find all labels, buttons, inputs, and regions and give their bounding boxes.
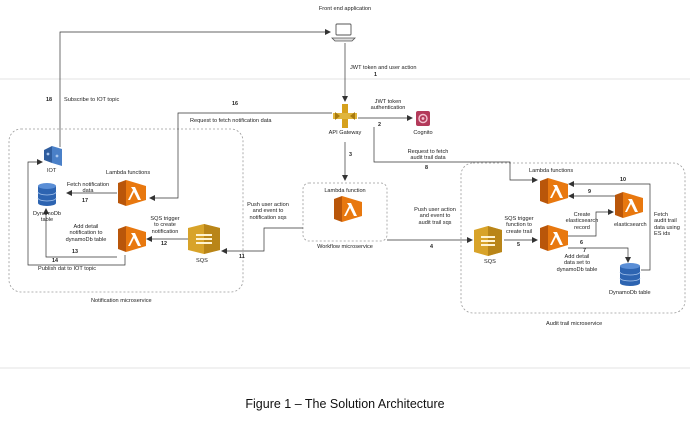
- notification-lambda-icon-2: [118, 226, 146, 252]
- edge-11-label: Push user action and event to notificati…: [247, 202, 289, 221]
- edge-16-label: Request to fetch notification data: [190, 118, 272, 124]
- gateway-label: API Gateway: [328, 130, 362, 136]
- audit-dynamo-label: DynamoDb table: [609, 290, 651, 296]
- edge-7-label: Add detail data set to dynamoDb table: [556, 254, 598, 273]
- edge-2-label: JWT token authentication: [370, 99, 406, 112]
- audit-sqs-icon: [474, 226, 502, 256]
- edge-1-label: JWT token and user action: [350, 65, 417, 71]
- edge-12-number: 12: [161, 241, 167, 247]
- edge-13: [43, 208, 117, 258]
- iot-icon: [44, 146, 62, 166]
- edge-10: [568, 181, 651, 271]
- edge-8-label: Request to fetch audit trail data: [407, 149, 449, 162]
- edge-18-label: Subscribe to IOT topic: [64, 97, 120, 103]
- edge-5-number: 5: [517, 242, 520, 248]
- edge-8: [373, 127, 538, 183]
- edge-8-number: 8: [425, 165, 428, 171]
- notification-sqs-label: SQS: [196, 258, 208, 264]
- edge-16: [149, 112, 332, 201]
- notification-lambda-icon-1: [118, 180, 146, 206]
- edge-2-number: 2: [378, 122, 381, 128]
- edge-4-number: 4: [430, 244, 433, 250]
- edge-3-number: 3: [349, 152, 352, 158]
- laptop-icon: [331, 23, 356, 42]
- edge-14-label: Publish dat to IOT topic: [38, 266, 97, 272]
- frontend-label: Front end application: [318, 6, 372, 12]
- audit-microservice-group: [460, 162, 686, 314]
- edge-7-number: 7: [583, 248, 586, 254]
- notification-sqs-icon: [188, 224, 220, 254]
- iot-label: IOT: [47, 168, 57, 174]
- edge-10-label: Fetch audit trail data using ES ids: [654, 212, 680, 238]
- audit-group-label: Audit trail microservice: [546, 321, 603, 327]
- notification-microservice-group: [8, 128, 244, 293]
- figure-caption: Figure 1 – The Solution Architecture: [245, 397, 445, 411]
- notification-dynamo-label: DynamoDb table: [33, 211, 61, 224]
- audit-sqs-label: SQS: [484, 259, 496, 265]
- edge-16-number: 16: [232, 101, 238, 107]
- edge-18-number: 18: [46, 97, 52, 103]
- api-gateway-icon: [333, 104, 357, 128]
- edge-18: [59, 29, 331, 147]
- edge-9-number: 9: [588, 189, 591, 195]
- edge-14: [27, 159, 126, 266]
- edge-6: [568, 209, 614, 237]
- edge-4-label: Push user action and event to audit trai…: [414, 207, 456, 226]
- workflow-lambda-label: Lambda function: [324, 188, 366, 194]
- edge-6-label: Create elasticsearch record: [565, 212, 599, 231]
- audit-lambda-label: Lambda functions: [529, 168, 574, 174]
- audit-lambda-icon-2: [540, 225, 568, 251]
- workflow-microservice-group: [302, 182, 388, 242]
- edge-5-label: SQS trigger function to create trail: [504, 216, 534, 235]
- edge-6-number: 6: [580, 240, 583, 246]
- audit-dynamodb-icon: [619, 263, 641, 286]
- cognito-icon: [416, 111, 430, 126]
- notification-lambda-label: Lambda functions: [106, 170, 151, 176]
- notification-dynamodb-icon: [37, 183, 57, 206]
- edge-7: [568, 247, 631, 263]
- elasticsearch-icon: [615, 192, 643, 218]
- edge-17-label: Fetch notification data: [66, 182, 110, 195]
- edge-12-label: SQS trigger to create notification: [150, 216, 180, 235]
- edge-10-number: 10: [620, 177, 626, 183]
- notification-group-label: Notification microservice: [91, 298, 152, 304]
- workflow-group-label: Workflow microservice: [317, 244, 373, 250]
- edge-11: [221, 227, 303, 254]
- edge-1-number: 1: [374, 72, 377, 78]
- workflow-lambda-icon: [334, 196, 362, 222]
- elasticsearch-label: elasticsearch: [614, 222, 647, 228]
- cognito-label: Cognito: [413, 130, 433, 136]
- audit-lambda-icon-1: [540, 178, 568, 204]
- edge-11-number: 11: [239, 254, 245, 260]
- edge-17-number: 17: [82, 198, 88, 204]
- edge-13-number: 13: [72, 249, 78, 255]
- edge-14-number: 14: [52, 258, 58, 264]
- edge-13-label: Add detail notification to dynamoDb tabl…: [65, 224, 107, 243]
